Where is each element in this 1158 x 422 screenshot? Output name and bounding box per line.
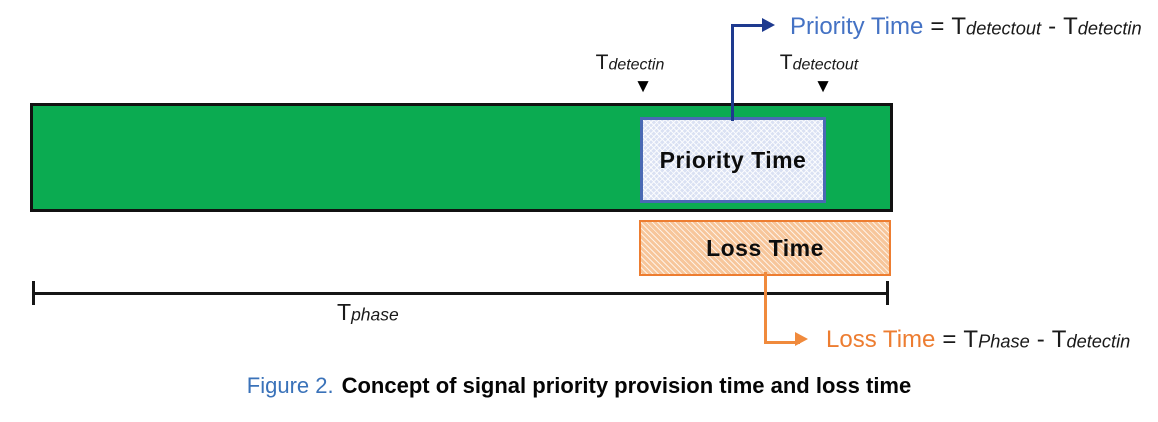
t-base: T xyxy=(951,13,967,40)
equals-sign: = xyxy=(942,326,957,353)
priority-time-box-label: Priority Time xyxy=(659,146,807,173)
detectin-marker-icon: ▼ xyxy=(633,76,653,97)
t-detectout-term: Tdetectout xyxy=(951,13,1041,41)
t-subscript: Phase xyxy=(978,330,1030,352)
loss-time-box-label: Loss Time xyxy=(706,234,824,261)
loss-time-box: Loss Time xyxy=(639,220,891,276)
equals-sign: = xyxy=(930,13,945,40)
loss-formula-name: Loss Time xyxy=(826,326,936,353)
priority-arrow-right-icon xyxy=(762,18,775,32)
t-subscript: detectout xyxy=(966,17,1042,39)
figure-caption: Figure 2. Concept of signal priority prov… xyxy=(0,373,1158,399)
t-base: T xyxy=(963,326,979,353)
detectout-marker-icon: ▼ xyxy=(813,76,833,97)
t-detectin-label: Tdetectin xyxy=(596,51,665,75)
t-detectout-label: Tdetectout xyxy=(780,51,858,75)
t-base: T xyxy=(779,51,793,74)
figure-caption-text: Concept of signal priority provision tim… xyxy=(341,373,912,398)
t-phase-bracket-line xyxy=(32,292,889,295)
t-phase-label: Tphase xyxy=(337,299,399,326)
priority-formula-name: Priority Time xyxy=(790,13,924,40)
t-phase-term: TPhase xyxy=(963,326,1029,354)
t-base: T xyxy=(1051,326,1067,353)
t-base: T xyxy=(1063,13,1078,40)
figure-caption-number: Figure 2. xyxy=(246,373,334,398)
priority-time-box: Priority Time xyxy=(640,117,826,203)
priority-callout-arrow xyxy=(731,24,767,121)
minus-sign: - xyxy=(1048,13,1057,40)
loss-callout-arrow xyxy=(764,272,800,344)
t-base: T xyxy=(337,299,352,325)
loss-arrow-right-icon xyxy=(795,332,808,346)
minus-sign: - xyxy=(1036,326,1045,353)
t-subscript: detectin xyxy=(608,56,665,74)
t-detectin-term: Tdetectin xyxy=(1052,326,1131,354)
t-subscript: detectout xyxy=(792,56,859,74)
bracket-right-tick xyxy=(886,281,889,305)
loss-time-formula: Loss Time = TPhase - Tdetectin xyxy=(826,326,1130,354)
t-subscript: detectin xyxy=(1066,330,1131,352)
t-subscript: detectin xyxy=(1077,17,1142,39)
priority-time-formula: Priority Time = Tdetectout - Tdetectin xyxy=(790,13,1142,41)
t-subscript: phase xyxy=(351,304,399,325)
t-base: T xyxy=(595,51,609,74)
t-detectin-term: Tdetectin xyxy=(1063,13,1142,41)
bracket-left-tick xyxy=(32,281,35,305)
